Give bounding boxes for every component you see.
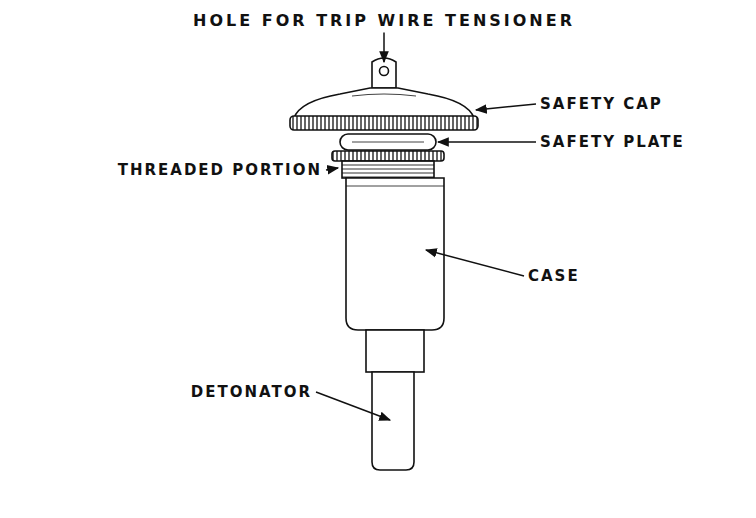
- leader-line: [326, 168, 338, 170]
- part-label: THREADED PORTION: [118, 162, 322, 179]
- safety-plate: [340, 134, 436, 150]
- leader-line: [426, 250, 524, 276]
- leader-line: [383, 33, 385, 62]
- detonator: [372, 372, 414, 470]
- part-label: DETONATOR: [191, 384, 312, 401]
- part-label: SAFETY CAP: [540, 96, 663, 113]
- part-label: SAFETY PLATE: [540, 134, 685, 151]
- leader-line: [316, 392, 390, 420]
- leader-line: [438, 141, 536, 143]
- safety-cap: [290, 58, 478, 130]
- leader-line: [476, 104, 536, 110]
- threaded-portion: [332, 151, 444, 178]
- part-label: CASE: [528, 268, 580, 285]
- case: [346, 178, 444, 372]
- hole-label: HOLE FOR TRIP WIRE TENSIONER: [193, 12, 575, 30]
